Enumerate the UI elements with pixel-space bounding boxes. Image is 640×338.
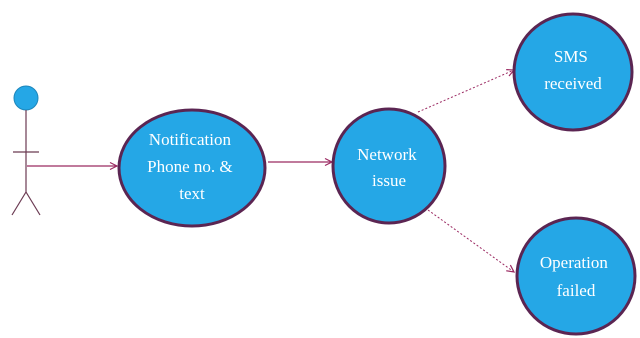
usecase-operation-failed-ellipse — [515, 216, 637, 336]
usecase-network-issue-ellipse — [331, 107, 447, 225]
edge-network-to-failed — [427, 209, 516, 273]
usecase-notification: Notification Phone no. & text — [117, 108, 267, 228]
usecase-operation-failed: Operation failed — [515, 216, 637, 336]
usecase-sms-received-ellipse — [512, 12, 634, 132]
actor-icon — [11, 85, 41, 216]
usecase-notification-label: Notification Phone no. & text — [147, 130, 237, 203]
actor-left-leg — [11, 191, 27, 216]
usecase-notification-ellipse — [117, 108, 267, 228]
actor-right-leg — [25, 191, 41, 216]
actor-head — [13, 85, 39, 111]
usecase-sms-received: SMS received — [512, 12, 634, 132]
usecase-sms-received-label: SMS received — [544, 47, 602, 93]
usecase-network-issue: Network issue — [331, 107, 447, 225]
edge-network-to-sms — [417, 68, 516, 113]
usecase-network-issue-label: Network issue — [357, 145, 421, 190]
usecase-operation-failed-label: Operation failed — [540, 253, 612, 300]
